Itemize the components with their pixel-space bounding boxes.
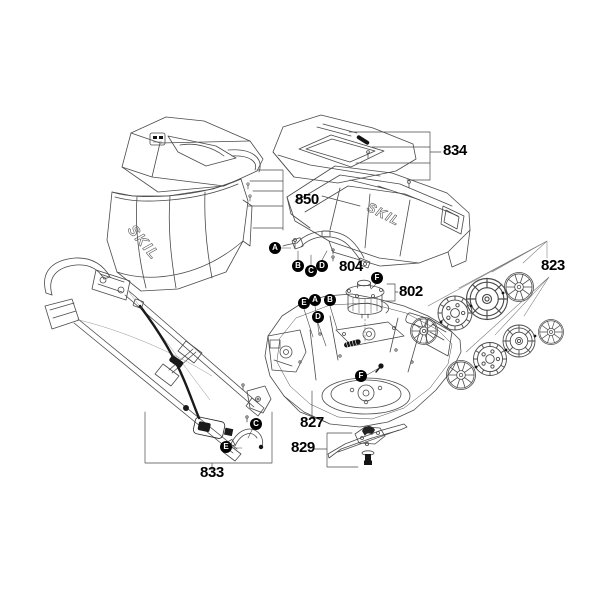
grass-bag-body: SKIL [106, 178, 253, 292]
label-850-leaders [246, 169, 284, 231]
label-823-leaders [427, 240, 550, 353]
callout-e-handle-cable: E [220, 441, 232, 453]
handle-assembly-833 [44, 257, 273, 471]
wheel-set-823 [409, 271, 565, 391]
blade-assembly-829 [312, 423, 408, 468]
part-label-823: 823 [541, 257, 565, 274]
part-label-827: 827 [300, 414, 324, 431]
part-label-804: 804 [339, 258, 363, 275]
callout-f-motor: F [371, 272, 383, 284]
callout-d-cable-guide: D [316, 260, 328, 272]
top-cover [272, 114, 417, 189]
callout-c-handle-cable: C [250, 418, 262, 430]
callout-b-deck: B [324, 294, 336, 306]
callout-c-cable-guide: C [305, 265, 317, 277]
grass-bag-lid [121, 116, 264, 193]
part-label-850: 850 [295, 191, 319, 208]
part-label-834: 834 [443, 142, 467, 159]
callout-f-deck: F [355, 370, 367, 382]
label-834-leaders [348, 131, 442, 181]
motor-802 [345, 279, 399, 345]
callout-b-cable-guide: B [292, 260, 304, 272]
callout-a-deck: A [309, 294, 321, 306]
cable-guide-804 [280, 230, 371, 269]
chassis: SKIL [286, 165, 471, 268]
bag-brand-logo: SKIL [124, 222, 163, 264]
wheel-bolts [439, 291, 537, 369]
mower-deck-827 [264, 293, 462, 428]
callout-d-deck: D [312, 311, 324, 323]
chassis-brand-logo: SKIL [365, 199, 404, 229]
part-label-833: 833 [200, 464, 224, 481]
part-label-802: 802 [399, 283, 423, 300]
callout-e-deck: E [298, 297, 310, 309]
part-label-829: 829 [291, 439, 315, 456]
callout-a-cable-guide: A [269, 242, 281, 254]
